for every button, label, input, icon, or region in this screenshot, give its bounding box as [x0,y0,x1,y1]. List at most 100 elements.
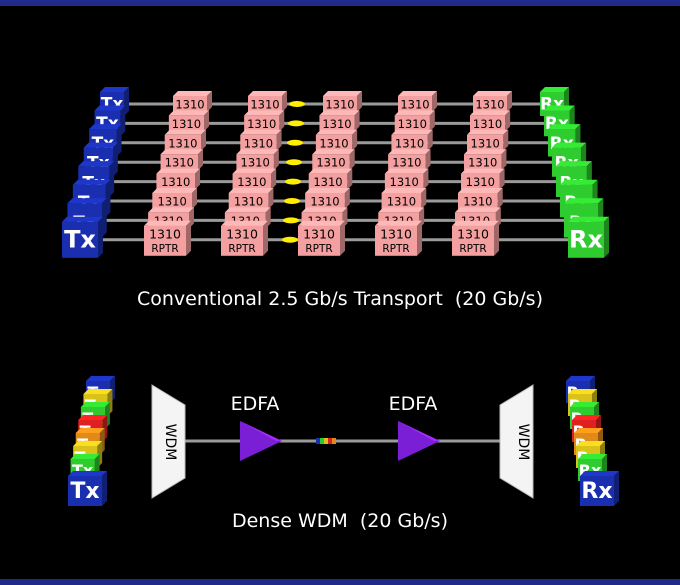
repeater-block: 1310 [473,91,512,112]
repeater-block: 1310 [240,129,282,151]
repeater-block: 1310 [467,129,509,151]
repeater-wavelength-label: 1310 [471,136,500,150]
repeater-block: 1310 [315,129,358,151]
signal-pulse [289,101,305,107]
repeater-wavelength-label: 1310 [390,175,419,189]
repeater-wavelength-label: 1310 [175,98,204,112]
edfa-amplifier-2-label: EDFA [389,393,438,415]
repeater-block: 1310 [305,188,350,209]
tx-label: Tx [64,226,96,254]
edfa-amplifier-1: EDFA [231,393,282,461]
repeater-block: 1310 [173,91,212,112]
repeater-wavelength-label: 1310 [234,195,263,209]
repeater-wavelength-label: 1310 [395,136,424,150]
repeater-wavelength-label: 1310 [303,226,335,241]
repeater-block: 1310 [236,149,279,171]
edfa-amplifier-2: EDFA [389,393,440,461]
repeater-block: 1310 [464,149,507,171]
signal-pulse [285,178,301,185]
dense-wdm-caption: Dense WDM (20 Gb/s) [232,510,448,532]
signal-pulse [283,217,299,224]
repeater-wavelength-label: 1310 [226,226,258,241]
repeater-wavelength-label: 1310 [466,175,495,189]
repeater-wavelength-label: 1310 [244,136,273,150]
repeater-wavelength-label: 1310 [475,98,504,112]
repeater-type-label: RPTR [228,243,255,255]
repeater-block: 1310 [156,168,200,190]
wdm-tx-label: Tx [70,479,99,504]
wdm-rx-block: Rx [580,471,619,506]
repeater-wavelength-label: 1310 [400,98,429,112]
edfa-amplifier-1-label: EDFA [231,393,280,415]
repeater-block: 1310 [398,91,437,112]
signal-pulse [288,120,304,127]
repeater-wavelength-label: 1310 [322,117,351,131]
repeater-wavelength-label: 1310 [149,226,181,241]
repeater-wavelength-label: 1310 [168,136,197,150]
repeater-block: 1310 [160,149,203,171]
repeater-wavelength-label: 1310 [313,175,342,189]
repeater-wavelength-label: 1310 [468,156,497,170]
repeater-block: 1310 [458,188,503,209]
repeater-block: 1310 [228,188,274,209]
repeater-wavelength-label: 1310 [473,117,502,131]
wdm-demux: WDM [499,384,534,499]
repeater-wavelength-label: 1310 [325,98,354,112]
bottom-border-bar [0,579,680,585]
top-border-bar [0,0,680,6]
repeater-block: 1310 [384,168,429,190]
repeater-wavelength-label: 1310 [387,195,416,209]
wdm-tx-block: Tx [68,471,107,506]
repeater-block: 1310 [232,168,277,190]
repeater-type-label: RPTR [151,243,178,255]
repeater-type-label: RPTR [382,243,409,255]
repeater-wavelength-label: 1310 [316,156,345,170]
repeater-block: 1310 [388,149,431,171]
repeater-wavelength-label: 1310 [392,156,421,170]
repeater-wavelength-label: 1310 [247,117,276,131]
tx-block: Tx [62,216,103,258]
wdm-mux: WDM [151,384,186,499]
repeater-block: 1310 [319,110,360,132]
repeater-wavelength-label: 1310 [250,98,279,112]
rx-block: Rx [568,216,609,258]
repeater-wavelength-label: 1310 [319,136,348,150]
repeater-block: 1310 [461,168,505,190]
repeater-wavelength-label: 1310 [161,175,190,189]
repeater-type-label: RPTR [459,243,486,255]
repeater-block: 1310 [244,110,285,132]
signal-pulse [287,139,303,146]
repeater-wavelength-label: 1310 [463,195,492,209]
repeater-block: 1310 [164,129,206,151]
repeater-block: 1310 [394,110,435,132]
repeater-block: 1310 [168,110,209,132]
repeater-wavelength-label: 1310 [310,195,339,209]
repeater-wavelength-label: 1310 [237,175,266,189]
repeater-block: 1310 [391,129,433,151]
repeater-wavelength-label: 1310 [241,156,270,170]
repeater-block: 1310 [470,110,511,132]
repeater-block: 1310 [152,188,197,209]
wdm-rx-label: Rx [581,479,612,504]
signal-pulse [282,236,298,243]
wdm-signal-pulse [316,438,336,444]
repeater-wavelength-label: 1310 [158,195,187,209]
dense-wdm-group: TxRxTxRxTxRxTxRxTxRxTxRxTxRxTxRxWDMWDMED… [68,376,619,506]
conventional-caption: Conventional 2.5 Gb/s Transport (20 Gb/s… [137,288,543,310]
repeater-type-label: RPTR [305,243,332,255]
repeater-block: 1310 [323,91,362,112]
repeater-wavelength-label: 1310 [380,226,412,241]
repeater-block: 1310 [381,188,427,209]
repeater-block: 1310 [248,91,287,112]
signal-pulse [284,198,300,204]
repeater-wavelength-label: 1310 [172,117,201,131]
